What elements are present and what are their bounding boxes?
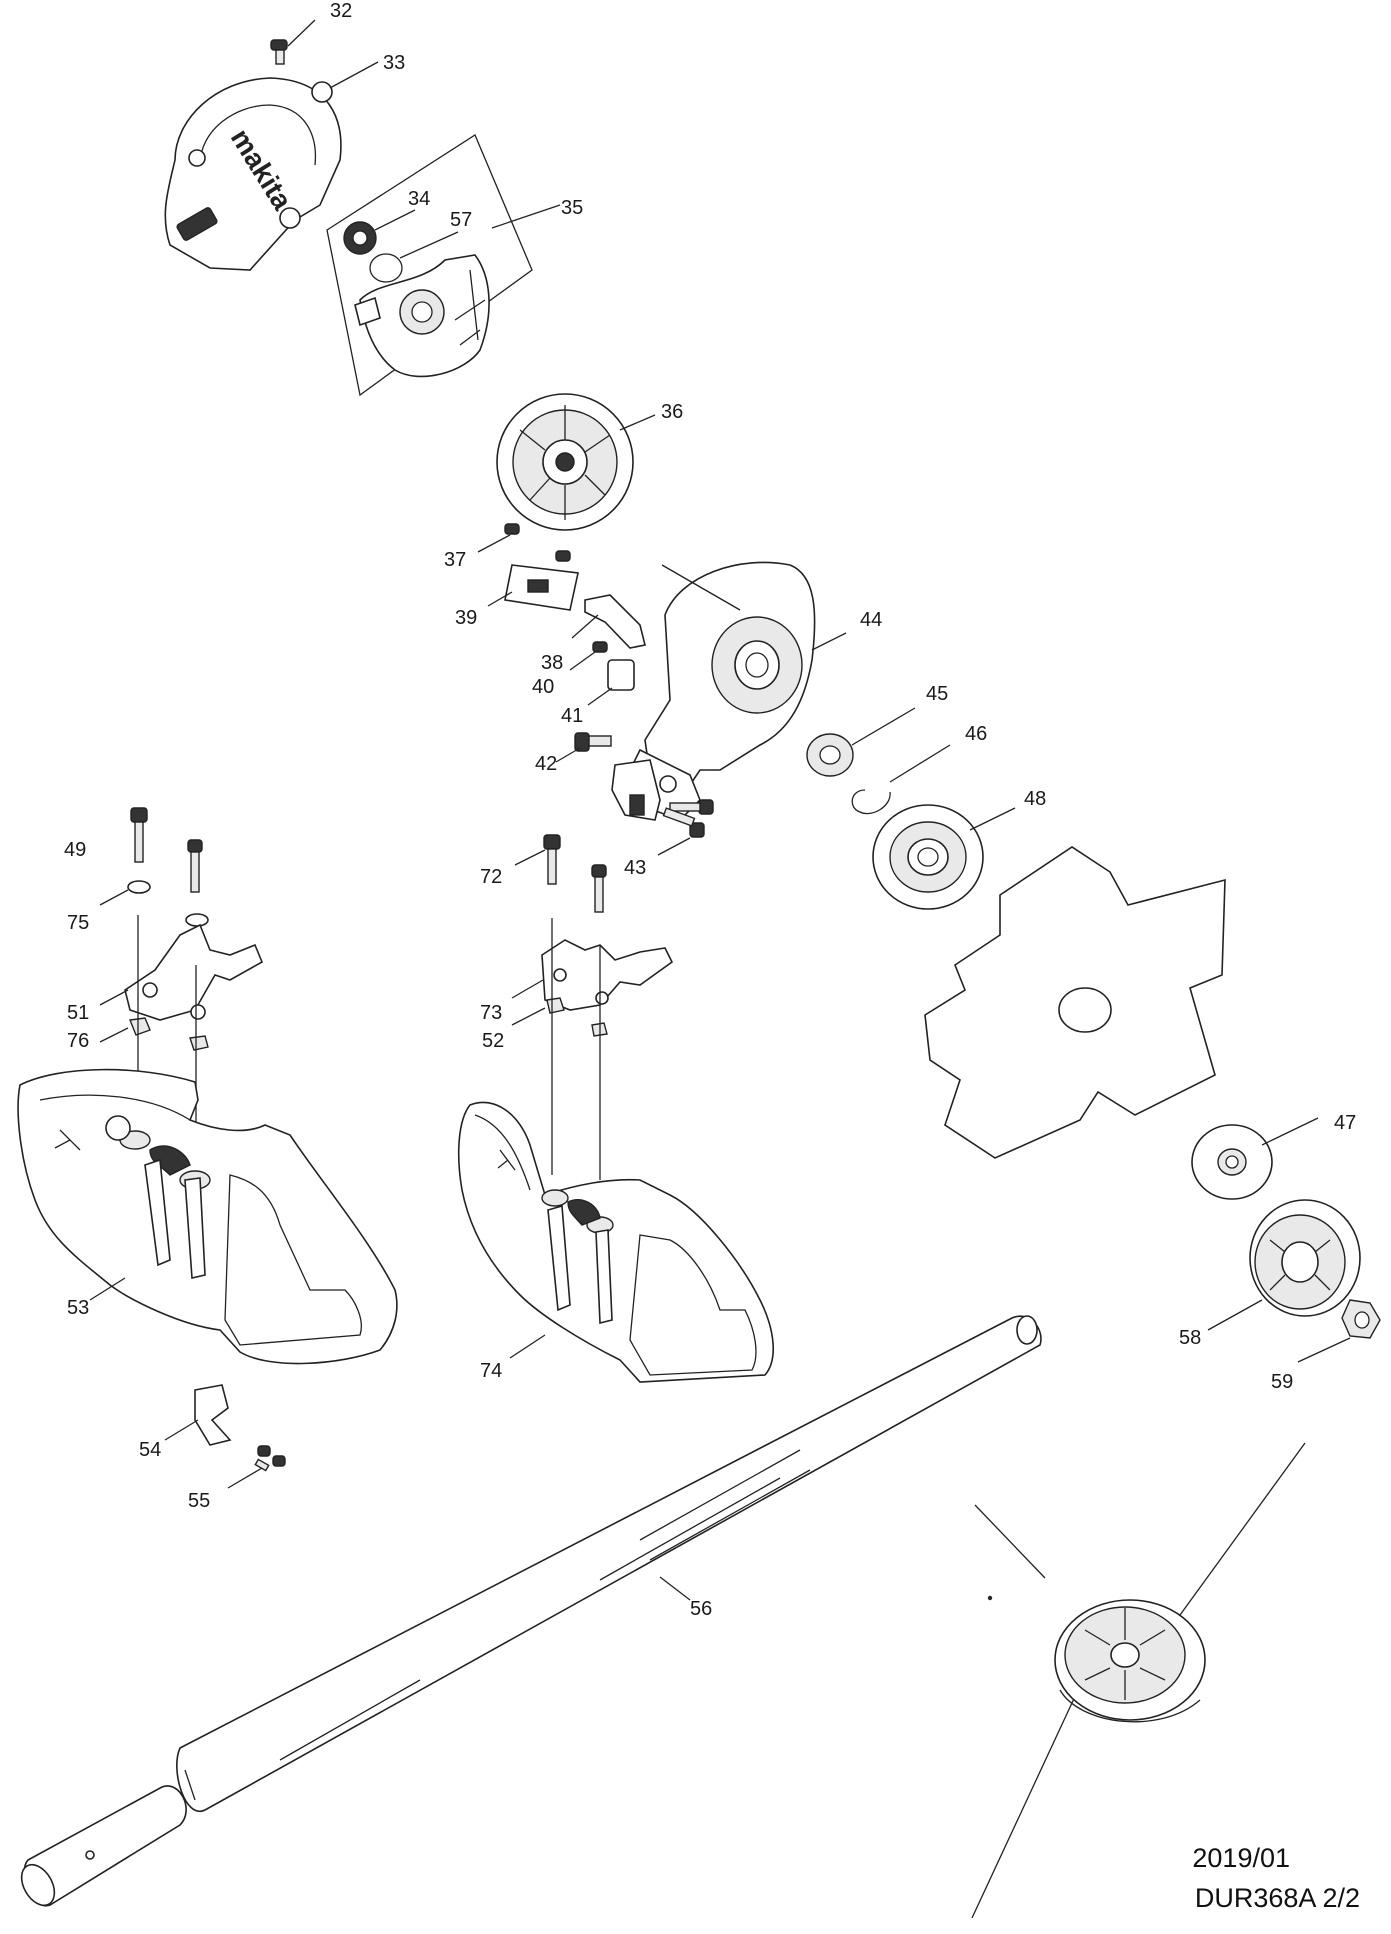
left-clamp-group-drawing [99, 807, 264, 1160]
part-44-gear-housing-drawing [611, 561, 847, 821]
part-48-flange-drawing [872, 804, 1016, 910]
callout-76: 76 [67, 1030, 89, 1052]
brush-cutter-blade-drawing [924, 846, 1226, 1159]
callout-51: 51 [67, 1002, 89, 1024]
callout-44: 44 [860, 609, 882, 631]
callout-56: 56 [690, 1598, 712, 1620]
part-36-fan-drawing [496, 393, 656, 531]
callout-73: 73 [480, 1002, 502, 1024]
callout-37: 37 [444, 549, 466, 571]
part-59-nut-drawing [1297, 1299, 1381, 1363]
callout-46: 46 [965, 723, 987, 745]
callout-36: 36 [661, 401, 683, 423]
part-43-bolt-drawing [657, 799, 714, 856]
parts-54-55-drawing [164, 1384, 286, 1489]
callout-52: 52 [482, 1030, 504, 1052]
diagram-date: 2019/01 [1192, 1843, 1290, 1873]
right-clamp-group-drawing [511, 834, 674, 1180]
callout-35: 35 [561, 197, 583, 219]
callout-55: 55 [188, 1490, 210, 1512]
part-74-guard-drawing [457, 1101, 774, 1383]
callout-40: 40 [532, 676, 554, 698]
part-32-screw-drawing [270, 19, 316, 65]
callout-38: 38 [541, 652, 563, 674]
part-45-bearing-drawing [806, 707, 916, 777]
callout-72: 72 [480, 866, 502, 888]
callout-32: 32 [330, 0, 352, 22]
callout-39: 39 [455, 607, 477, 629]
callout-57: 57 [450, 209, 472, 231]
callout-49: 49 [64, 839, 86, 861]
part-46-retaining-ring-drawing [851, 744, 951, 815]
callout-45: 45 [926, 683, 948, 705]
callout-75: 75 [67, 912, 89, 934]
part-47-washer-drawing [1191, 1117, 1319, 1200]
callout-41: 41 [561, 705, 583, 727]
callout-43: 43 [624, 857, 646, 879]
part-56-shaft-drawing [20, 1315, 1042, 1907]
part-33-motor-cover-drawing: makita [164, 61, 379, 271]
callout-74: 74 [480, 1360, 502, 1382]
callout-48: 48 [1024, 788, 1046, 810]
part-35-assembly-box [326, 134, 561, 397]
callout-53: 53 [67, 1297, 89, 1319]
nylon-cutting-head-drawing [971, 1442, 1306, 1919]
model-page-number: DUR368A 2/2 [1194, 1883, 1360, 1913]
part-53-guard-drawing [17, 1068, 398, 1365]
callout-labels: 32 33 34 57 35 36 37 39 38 40 44 41 45 4… [64, 0, 1356, 1620]
small-parts-37-42-drawing [477, 523, 646, 763]
callout-33: 33 [383, 52, 405, 74]
callout-58: 58 [1179, 1327, 1201, 1349]
callout-34: 34 [408, 188, 430, 210]
part-58-cup-cover-drawing [1207, 1199, 1361, 1331]
callout-42: 42 [535, 753, 557, 775]
callout-47: 47 [1334, 1112, 1356, 1134]
callout-54: 54 [139, 1439, 161, 1461]
callout-59: 59 [1271, 1371, 1293, 1393]
